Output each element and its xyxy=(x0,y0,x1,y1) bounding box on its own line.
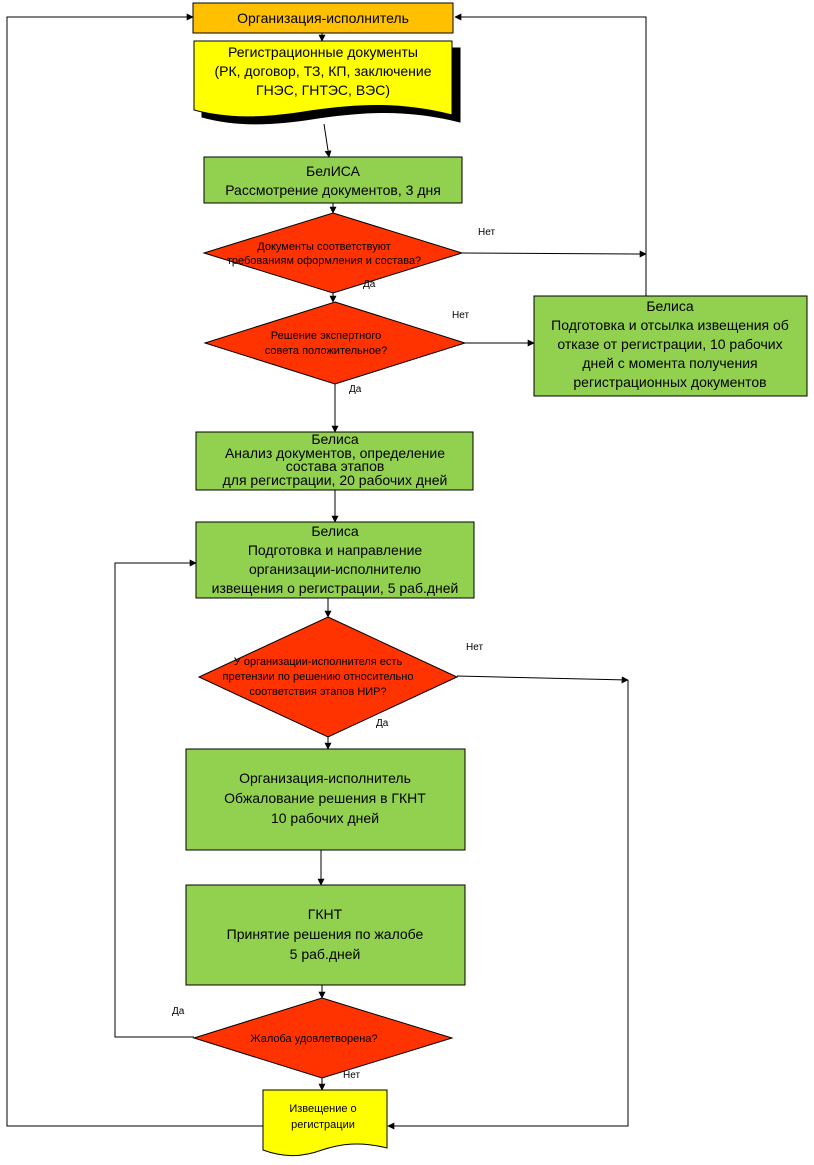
node-notice-prep-line-3: извещения о регистрации, 5 раб.дней xyxy=(212,580,459,596)
node-org-executor: Организация-исполнитель xyxy=(192,2,454,34)
label-expert-no: Нет xyxy=(452,310,469,321)
node-reg-documents-line-2: ГНЭС, ГНТЭС, ВЭС) xyxy=(256,82,390,98)
node-reg-documents-line-1: (РК, договор, ТЗ, КП, заключение xyxy=(215,63,432,79)
edge-refusal-up xyxy=(454,13,647,296)
node-reg-documents: Регистрационные документы (РК, договор, … xyxy=(193,40,461,125)
edge-claims-no-down xyxy=(387,680,629,1130)
node-org-executor-line-0: Организация-исполнитель xyxy=(237,10,409,26)
node-reg-notice: Извещение о регистрации xyxy=(262,1089,388,1157)
node-appeal-line-2: 10 рабочих дней xyxy=(271,810,379,826)
edge-docs-to-review xyxy=(323,123,332,158)
node-notice-prep-line-2: организации-исполнителю xyxy=(249,561,421,577)
node-belisa-review: БелИСА Рассмотрение документов, 3 дня xyxy=(203,156,463,204)
node-analysis: Белиса Анализ документов, определение со… xyxy=(195,431,474,491)
node-refusal: Белиса Подготовка и отсылка извещения об… xyxy=(533,295,808,397)
label-complaint-no: Нет xyxy=(343,1070,360,1081)
node-check-claims-line-1: претензии по решению относительно xyxy=(223,671,414,683)
node-analysis-line-3: для регистрации, 20 рабочих дней xyxy=(223,472,448,488)
node-check-claims: У организации-исполнителя есть претензии… xyxy=(197,616,459,738)
node-refusal-line-4: регистрационных документов xyxy=(573,374,766,390)
node-refusal-line-2: отказе от регистрации, 10 рабочих xyxy=(557,336,782,352)
node-appeal: Организация-исполнитель Обжалование реше… xyxy=(185,748,466,851)
node-reg-notice-line-0: Извещение о xyxy=(289,1103,356,1115)
node-check-docs-line-0: Документы соответствуют xyxy=(257,241,391,253)
node-check-claims-line-2: соответствия этапов НИР? xyxy=(249,686,386,698)
node-belisa-review-line-0: БелИСА xyxy=(306,163,361,179)
label-claims-no: Нет xyxy=(466,642,483,653)
node-gknt-decision-line-2: 5 раб.дней xyxy=(290,946,361,962)
edge-notice-to-start xyxy=(6,13,263,1127)
node-appeal-line-1: Обжалование решения в ГКНТ xyxy=(224,790,426,806)
node-analysis-line-1: Анализ документов, определение xyxy=(225,445,445,461)
node-refusal-line-3: дней с момента получения xyxy=(582,355,757,371)
label-complaint-yes: Да xyxy=(172,1006,185,1017)
node-gknt-decision-line-0: ГКНТ xyxy=(308,906,343,922)
node-gknt-decision-line-1: Принятие решения по жалобе xyxy=(227,926,424,942)
node-reg-documents-line-0: Регистрационные документы xyxy=(228,44,418,60)
edge-complaint-yes xyxy=(114,559,197,1038)
node-check-expert-line-0: Решение экспертного xyxy=(271,330,381,342)
node-check-claims-line-0: У организации-исполнителя есть xyxy=(234,656,403,668)
node-notice-prep-line-0: Белиса xyxy=(311,523,358,539)
node-refusal-line-0: Белиса xyxy=(646,298,693,314)
label-expert-yes: Да xyxy=(349,384,362,395)
edge-checkdocs-no xyxy=(461,250,647,258)
node-appeal-line-0: Организация-исполнитель xyxy=(239,770,411,786)
node-check-expert: Решение экспертного совета положительное… xyxy=(203,301,467,385)
edge-claims-no xyxy=(456,675,629,684)
node-notice-prep-line-1: Подготовка и направление xyxy=(248,542,423,558)
node-notice-prep: Белиса Подготовка и направление организа… xyxy=(195,521,475,599)
node-analysis-line-2: состава этапов xyxy=(286,458,385,474)
node-check-complaint-line-0: Жалоба удовлетворена? xyxy=(250,1033,377,1045)
node-analysis-line-0: Белиса xyxy=(311,431,358,447)
node-check-expert-line-1: совета положительное? xyxy=(265,345,387,357)
node-check-docs: Документы соответствуют требованиям офор… xyxy=(202,212,464,294)
label-docs-no: Нет xyxy=(478,227,495,238)
node-refusal-line-1: Подготовка и отсылка извещения об xyxy=(551,317,789,333)
label-claims-yes: Да xyxy=(376,718,389,729)
node-gknt-decision: ГКНТ Принятие решения по жалобе 5 раб.дн… xyxy=(185,884,466,986)
node-belisa-review-line-1: Рассмотрение документов, 3 дня xyxy=(225,182,441,198)
label-docs-yes: Да xyxy=(363,279,376,290)
node-check-docs-line-1: требованиям оформления и состава? xyxy=(227,255,421,267)
node-reg-notice-line-1: регистрации xyxy=(291,1119,355,1131)
connectors xyxy=(6,13,647,1130)
node-check-complaint: Жалоба удовлетворена? xyxy=(192,997,454,1079)
